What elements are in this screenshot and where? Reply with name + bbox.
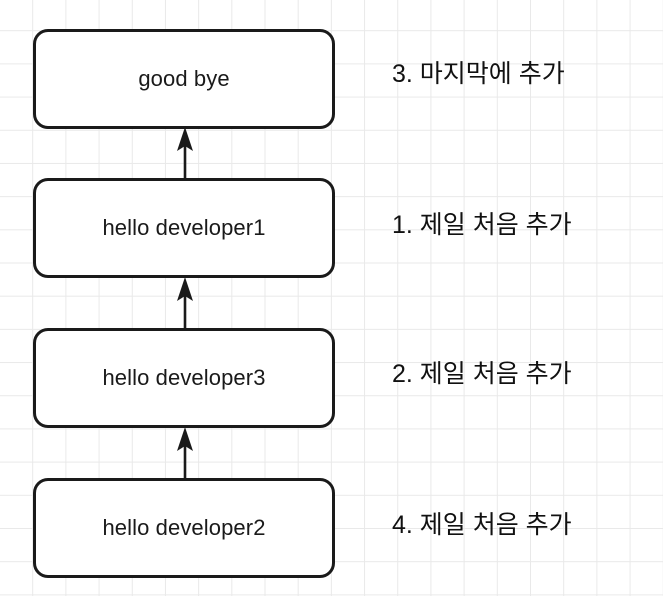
flow-node-label: good bye: [138, 66, 230, 91]
flow-arrow-up[interactable]: [170, 127, 200, 179]
flow-node-label: hello developer3: [102, 365, 266, 390]
annotation-text: 2. 제일 처음 추가: [392, 360, 572, 388]
flow-node-label: hello developer2: [102, 515, 266, 540]
annotation-text: 1. 제일 처음 추가: [392, 211, 572, 239]
flow-node-hello-developer3[interactable]: hello developer3: [33, 328, 335, 428]
flow-node-hello-developer2[interactable]: hello developer2: [33, 478, 335, 578]
annotation-text: 3. 마지막에 추가: [392, 60, 565, 88]
flow-node-label: hello developer1: [102, 215, 266, 240]
flow-node-good-bye[interactable]: good bye: [33, 29, 335, 129]
flow-node-hello-developer1[interactable]: hello developer1: [33, 178, 335, 278]
flow-arrow-up[interactable]: [170, 427, 200, 479]
flow-arrow-up[interactable]: [170, 277, 200, 329]
annotation-text: 4. 제일 처음 추가: [392, 511, 572, 539]
